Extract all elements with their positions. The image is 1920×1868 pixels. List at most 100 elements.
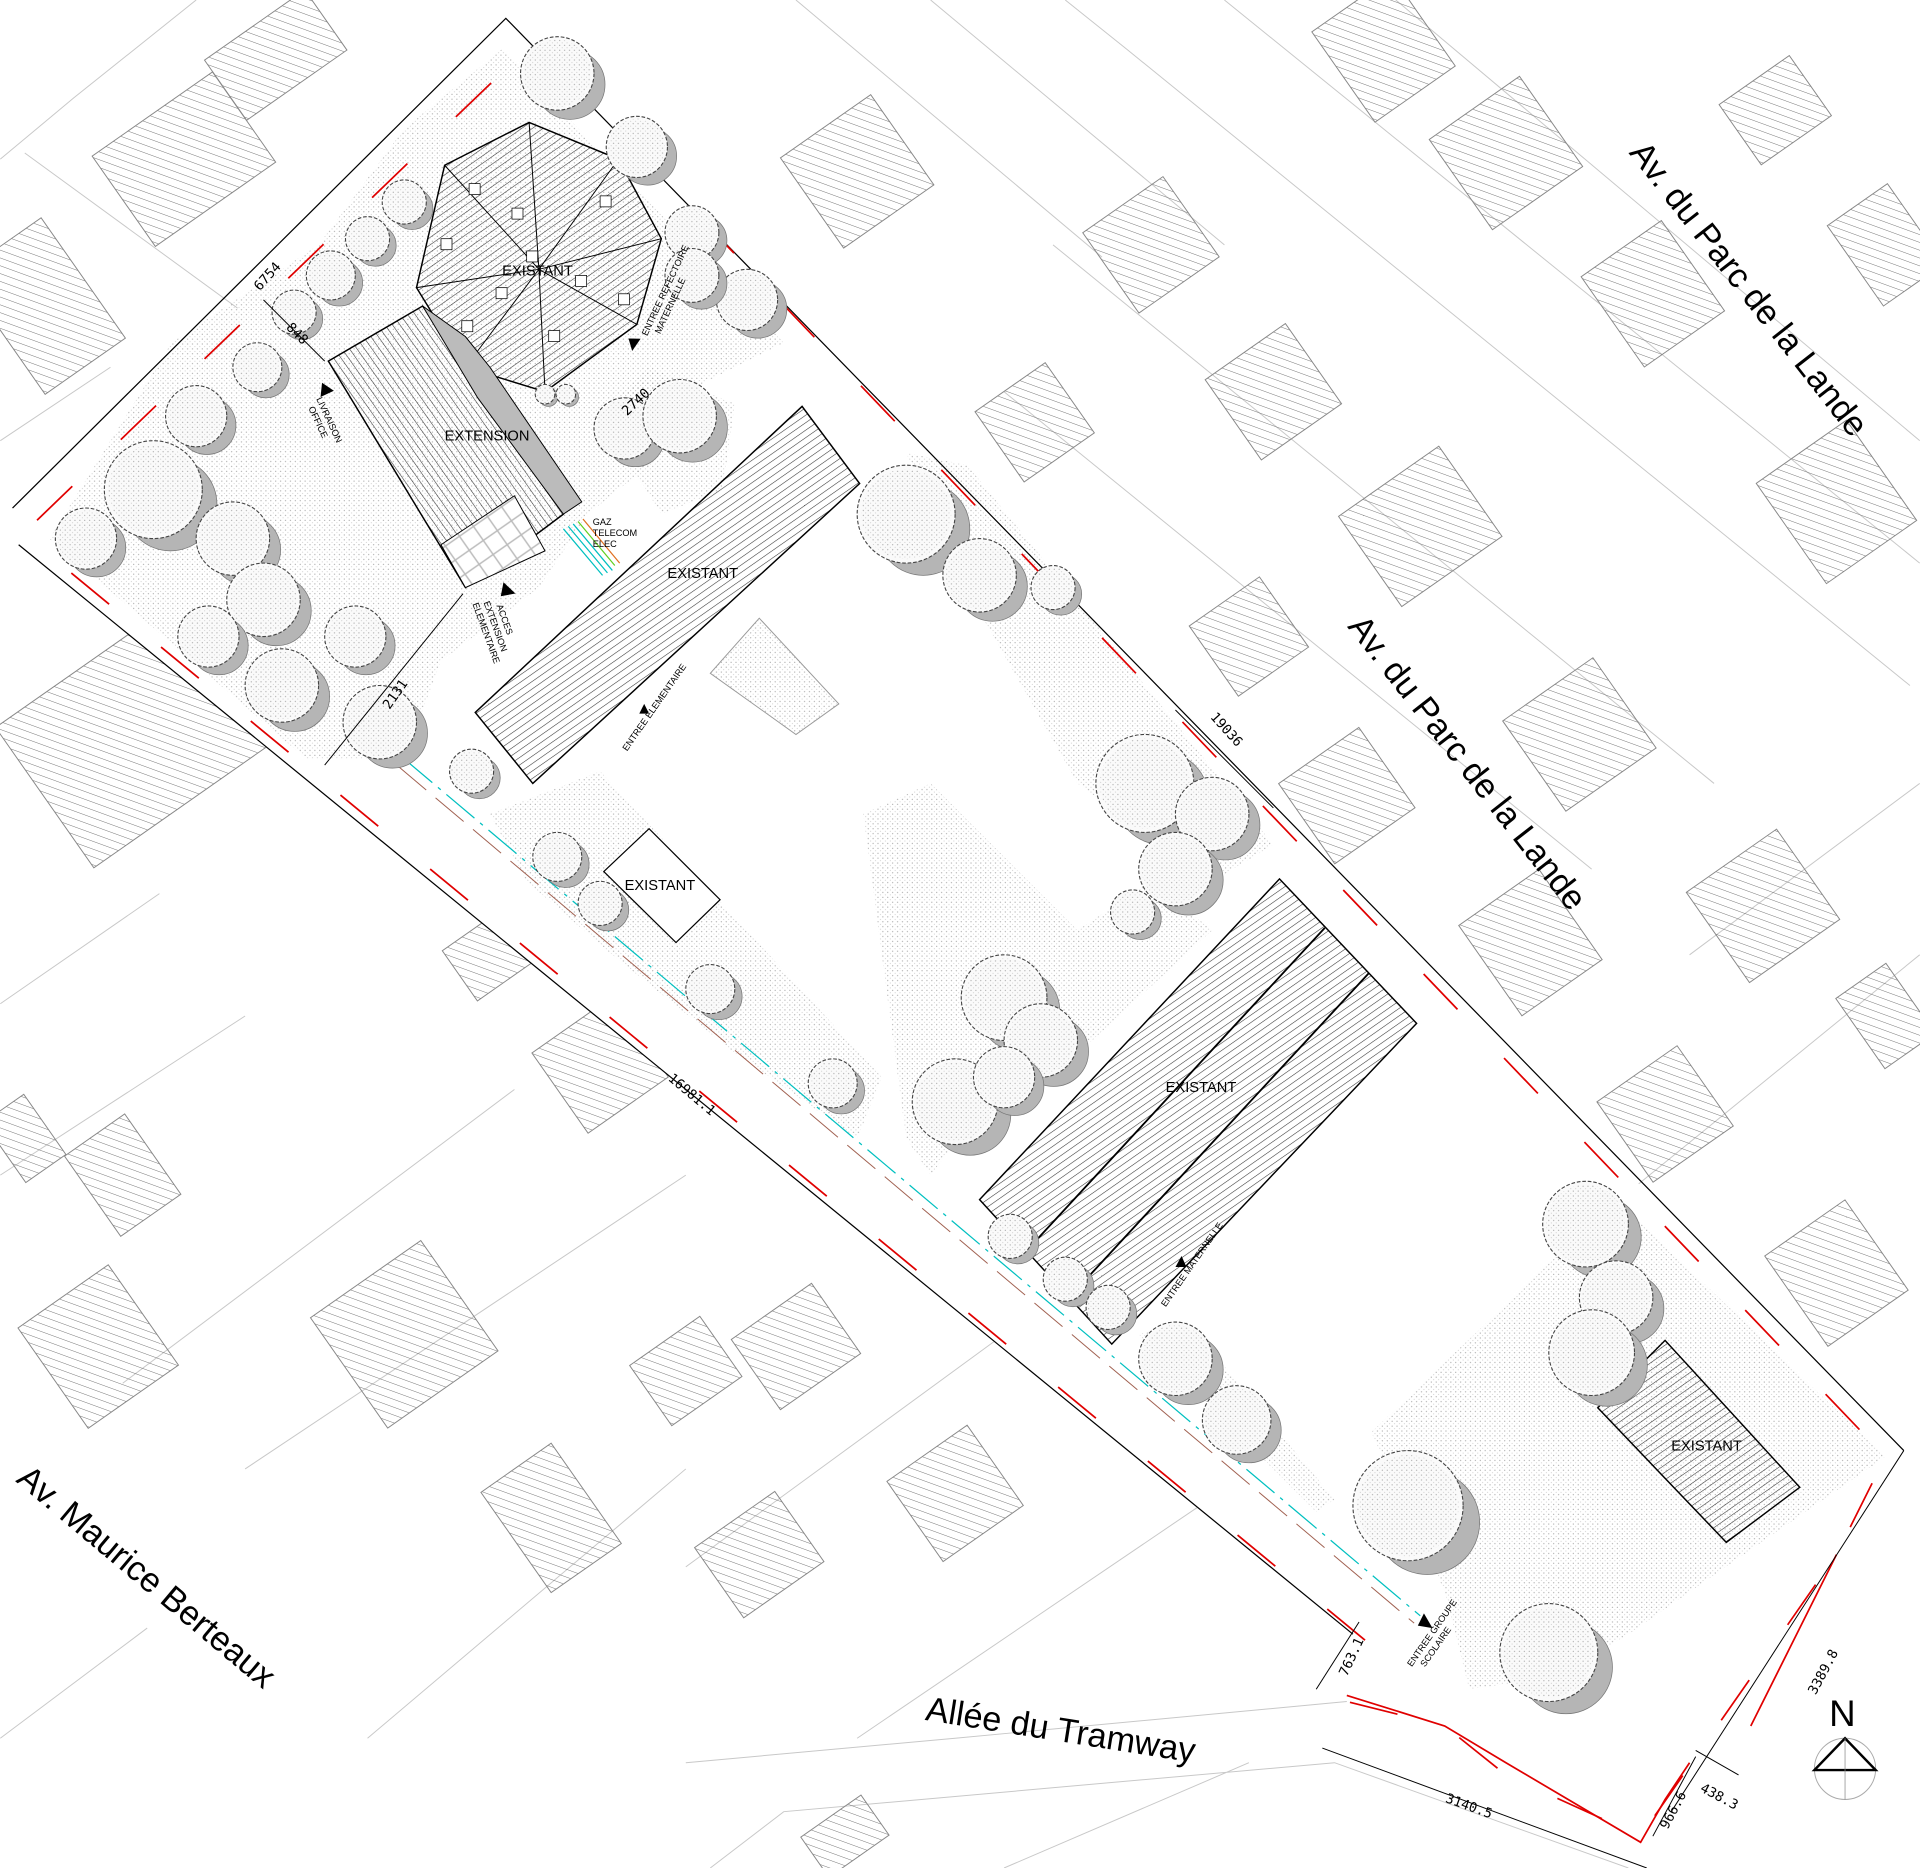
- maternelle-divisions: [1027, 927, 1370, 1296]
- tree-icon: [448, 748, 501, 800]
- tree-icon: [856, 464, 971, 576]
- tree-icon: [232, 342, 290, 399]
- extension-glazing: [440, 495, 546, 589]
- network-labels: GAZ TELECOM ELEC: [593, 517, 637, 549]
- tree-icon: [605, 115, 677, 186]
- network-lines-orange: [582, 518, 621, 564]
- neighbor-building: [1718, 54, 1833, 166]
- entrance-arrow-icon: [320, 382, 334, 397]
- tree-icon: [1085, 1284, 1138, 1336]
- neighbor-building: [1204, 322, 1343, 461]
- tree-icon: [555, 383, 579, 407]
- tree-icon: [305, 250, 363, 307]
- dimensions: [263, 299, 1905, 1868]
- label-maternelle-existant: EXISTANT: [1166, 1080, 1237, 1096]
- neighbor-building: [17, 1264, 180, 1429]
- neighbor-building: [480, 1442, 623, 1594]
- property-boundary: [36, 41, 1887, 1838]
- tree-icon: [1542, 1180, 1642, 1279]
- planted-small: [709, 617, 840, 736]
- neighbor-building: [1580, 219, 1726, 368]
- tree-icon: [1548, 1309, 1648, 1407]
- trees: [54, 36, 1665, 1715]
- tree-icon: [532, 831, 590, 888]
- neighbor-building: [203, 0, 348, 121]
- building-small: [602, 827, 721, 944]
- dim-3389: 3389.8: [1806, 1647, 1842, 1697]
- neighbor-building: [1277, 726, 1416, 865]
- entrance-arrow-icon: [628, 338, 641, 351]
- tree-icon: [324, 605, 396, 676]
- neighbor-building: [1755, 419, 1918, 585]
- label-southeast-existant: EXISTANT: [1671, 1439, 1742, 1455]
- property-boundary-east: [1750, 1554, 1838, 1727]
- property-boundary-south: [1346, 1694, 1691, 1844]
- tree-icon: [519, 36, 606, 120]
- neighbor-building: [886, 1424, 1024, 1563]
- neighbor-building: [779, 93, 935, 249]
- skylights: [440, 183, 630, 342]
- neighbor-building: [1188, 576, 1310, 697]
- tree-icon: [1352, 1450, 1481, 1575]
- dim-3140: 3140.5: [1443, 1792, 1494, 1823]
- hex-roof-ridges: [416, 122, 662, 392]
- neighbor-building: [1458, 868, 1603, 1017]
- tree-icon: [177, 605, 249, 676]
- network-lines-colored: [577, 521, 616, 566]
- building-long-bar: [474, 405, 861, 785]
- tree-icon: [1174, 776, 1261, 861]
- tree-icon: [942, 538, 1028, 622]
- tree-icon: [685, 964, 743, 1021]
- network-label-gaz: GAZ: [593, 517, 612, 527]
- tree-icon: [1110, 889, 1162, 940]
- label-long-bar-existant: EXISTANT: [667, 566, 738, 582]
- tree-icon: [54, 507, 127, 578]
- tree-icon: [1138, 1321, 1224, 1406]
- tree-icon: [1030, 564, 1083, 616]
- neighbor-building: [1502, 657, 1657, 812]
- tree-icon: [381, 179, 434, 230]
- neighbor-building: [693, 1490, 825, 1619]
- label-hex-existant: EXISTANT: [502, 263, 573, 279]
- extension-corridor: [422, 305, 583, 515]
- tree-icon: [271, 289, 324, 341]
- entrance-arrow-icon: [500, 582, 516, 597]
- tree-icon: [226, 562, 312, 647]
- tree-icon: [972, 1046, 1045, 1116]
- tree-icon: [1201, 1385, 1282, 1464]
- label-extension: EXTENSION: [445, 429, 530, 445]
- tree-icon: [1138, 831, 1224, 916]
- neighbor-building: [628, 1315, 743, 1427]
- tree-icon: [1042, 1256, 1095, 1308]
- network-line-cyan: [403, 758, 1421, 1617]
- dim-438: 438.3: [1697, 1781, 1740, 1813]
- neighbor-building: [1764, 1199, 1909, 1347]
- tree-icon: [195, 501, 281, 585]
- school-site: EXISTANT EXTENSION EXISTANT EXISTANT EXI…: [12, 17, 1905, 1844]
- tree-icon: [342, 684, 428, 769]
- neighbor-building: [800, 1794, 890, 1868]
- network-label-elec: ELEC: [593, 539, 617, 549]
- tree-icon: [715, 268, 788, 339]
- neighbor-building: [0, 1093, 67, 1184]
- planted-area-southeast: [1371, 1199, 1886, 1690]
- street-allee-tramway: Allée du Tramway: [923, 1690, 1199, 1770]
- neighbor-building: [63, 1113, 182, 1238]
- north-label: N: [1829, 1693, 1856, 1734]
- neighbor-building: [1311, 0, 1456, 123]
- neighbor-building: [974, 361, 1096, 483]
- tree-icon: [577, 880, 630, 932]
- tree-icon: [244, 648, 330, 732]
- neighbor-building: [1082, 175, 1220, 314]
- dim-19036: 19036: [1207, 710, 1245, 750]
- label-small-existant: EXISTANT: [625, 878, 696, 894]
- tree-icon: [344, 216, 397, 267]
- neighbor-building: [730, 1282, 862, 1411]
- entrance-arrow-icon: [1417, 1613, 1433, 1629]
- neighbor-building: [1685, 828, 1841, 984]
- site-boundary-line: [12, 17, 1905, 1452]
- north-arrow: N: [1811, 1693, 1879, 1800]
- entrance-arrow-icon: [639, 703, 650, 714]
